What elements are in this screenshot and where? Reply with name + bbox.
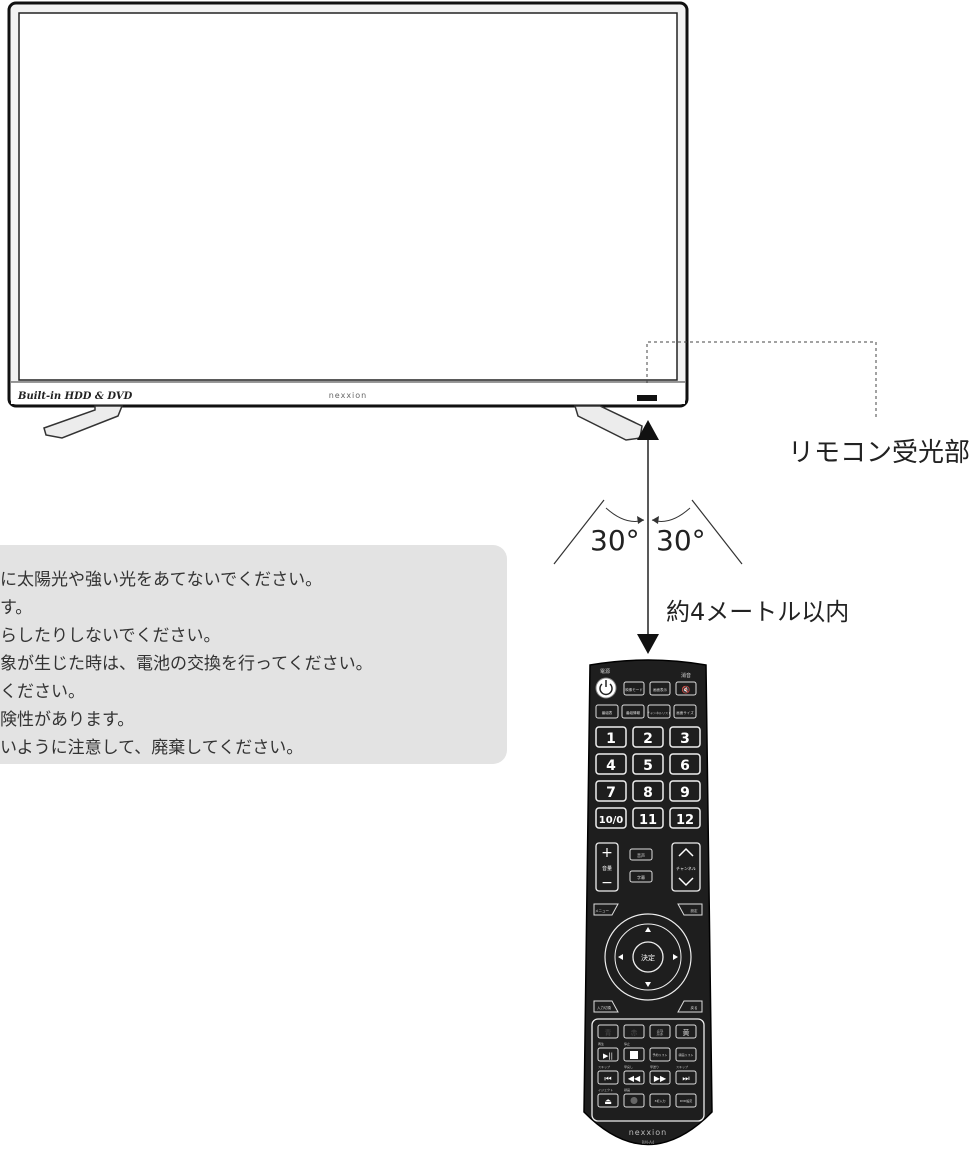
svg-text:緑: 緑 <box>657 1028 664 1037</box>
svg-text:録画リスト: 録画リスト <box>678 1052 693 1057</box>
svg-text:停止: 停止 <box>624 1041 630 1046</box>
svg-text:音量: 音量 <box>602 865 612 872</box>
svg-text:黄: 黄 <box>683 1028 690 1037</box>
svg-text:画面表示: 画面表示 <box>653 687 667 692</box>
svg-text:再生: 再生 <box>598 1041 604 1046</box>
note-line: す。 <box>0 598 33 618</box>
note-line: いように注意して、廃棄してください。 <box>0 738 304 758</box>
svg-text:設定: 設定 <box>691 908 699 913</box>
tv-screen <box>18 12 678 381</box>
ir-receiver-window <box>637 395 657 401</box>
svg-text:字幕: 字幕 <box>637 874 645 880</box>
svg-text:番組情報: 番組情報 <box>626 710 640 715</box>
navigation-pad: メニュー 設定 決定 入力切換 戻る <box>593 903 703 1013</box>
svg-text:予約リスト: 予約リスト <box>652 1052 667 1057</box>
tv-illustration: Built-in HDD & DVD nexxion <box>7 1 877 441</box>
svg-text:12: 12 <box>676 813 694 828</box>
function-row: 番組表 番組情報 チャンネルリスト 画面サイズ <box>595 704 697 719</box>
svg-text:早送り: 早送り <box>650 1064 659 1069</box>
svg-text:−: − <box>601 875 613 891</box>
note-line: らしたりしないでください。 <box>0 626 221 646</box>
svg-text:映像モード: 映像モード <box>625 687 643 692</box>
svg-text:8: 8 <box>643 785 653 801</box>
svg-text:3: 3 <box>680 731 690 747</box>
svg-text:10/0: 10/0 <box>599 815 624 826</box>
svg-text:🔇: 🔇 <box>682 685 691 694</box>
svg-text:赤: 赤 <box>631 1029 638 1037</box>
volume-channel-block: + 音量 − 音声 字幕 チャンネル <box>595 842 701 892</box>
angle-line-left <box>553 499 605 565</box>
mute-button <box>675 681 697 696</box>
svg-text:11: 11 <box>639 813 657 828</box>
svg-text:イジェクト: イジェクト <box>598 1087 613 1092</box>
svg-text:+: + <box>601 845 613 861</box>
svg-text:▶▶: ▶▶ <box>654 1074 667 1083</box>
svg-text:6: 6 <box>680 758 690 774</box>
svg-text:◀◀: ◀◀ <box>628 1074 641 1083</box>
svg-text:番組表: 番組表 <box>602 710 613 715</box>
playback-panel: 青 赤 緑 黄 再生 停止 ▶|| 予約リスト 録画リスト スキップ 早戻し 早… <box>591 1018 705 1122</box>
svg-text:⏭: ⏭ <box>682 1074 689 1083</box>
svg-text:4: 4 <box>606 758 616 774</box>
tv-bottom-strip <box>11 382 685 404</box>
remote-control: 電源 映像モード 画面表示 消音 🔇 番組表 番組情報 チャンネルリスト 画面サ… <box>583 659 713 1146</box>
svg-text:早戻し: 早戻し <box>624 1064 633 1069</box>
top-row-buttons: 映像モード 画面表示 消音 🔇 <box>623 672 697 696</box>
svg-text:DVD設定: DVD設定 <box>680 1098 693 1103</box>
remote-brand: nexxion <box>629 1128 668 1137</box>
mute-label: 消音 <box>681 672 691 679</box>
tv-stand-left <box>43 405 124 439</box>
svg-text:入力切換: 入力切換 <box>597 1005 611 1010</box>
note-line: に太陽光や強い光をあてないでください。 <box>0 570 323 590</box>
svg-text:青: 青 <box>605 1028 612 1037</box>
svg-text:⏏: ⏏ <box>604 1097 612 1106</box>
power-icon <box>599 683 613 696</box>
tv-badge: Built-in HDD & DVD <box>17 391 133 402</box>
tv-logo: nexxion <box>329 391 368 400</box>
angle-line-right <box>691 499 743 565</box>
caution-notes-box: に太陽光や強い光をあてないでください。 す。 らしたりしないでください。 象が生… <box>0 545 507 764</box>
svg-text:決定: 決定 <box>641 953 655 962</box>
svg-text:音声: 音声 <box>637 852 645 858</box>
svg-text:1: 1 <box>606 731 616 747</box>
svg-text:スキップ: スキップ <box>676 1064 688 1069</box>
svg-text:7: 7 <box>606 785 616 801</box>
note-line: 険性があります。 <box>0 710 135 730</box>
svg-text:2: 2 <box>643 731 653 747</box>
svg-text:メニュー: メニュー <box>595 909 609 913</box>
svg-text:録画: 録画 <box>624 1087 630 1092</box>
arrow-up-head <box>637 420 659 440</box>
angle-right-label: 30° <box>656 524 706 557</box>
ok-button <box>632 941 664 973</box>
svg-text:チャンネル: チャンネル <box>676 865 696 871</box>
svg-text:▶||: ▶|| <box>603 1052 613 1060</box>
receiver-label: リモコン受光部 <box>788 438 971 468</box>
power-label: 電源 <box>600 668 610 675</box>
svg-text:スキップ: スキップ <box>598 1064 610 1069</box>
note-line: 象が生じた時は、電池の交換を行ってください。 <box>0 654 373 674</box>
arrow-down-head <box>637 634 659 654</box>
remote-model: RM-A4 <box>642 1140 655 1145</box>
note-line: ください。 <box>0 682 85 702</box>
receiver-callout-line <box>646 341 877 420</box>
svg-text:画面サイズ: 画面サイズ <box>676 710 694 715</box>
distance-label: 約4メートル以内 <box>666 598 850 626</box>
svg-text:チャンネルリスト: チャンネルリスト <box>647 710 671 715</box>
number-keypad: 1 2 3 4 5 6 7 8 9 10/0 11 12 <box>595 726 701 829</box>
svg-text:戻る: 戻る <box>691 1005 698 1010</box>
svg-text:⏮: ⏮ <box>604 1074 611 1083</box>
svg-text:3桁入力: 3桁入力 <box>655 1098 666 1103</box>
range-diagram <box>553 420 743 654</box>
svg-text:5: 5 <box>643 758 653 774</box>
volume-rocker <box>595 842 619 892</box>
svg-text:9: 9 <box>680 785 690 801</box>
angle-left-label: 30° <box>590 524 640 557</box>
